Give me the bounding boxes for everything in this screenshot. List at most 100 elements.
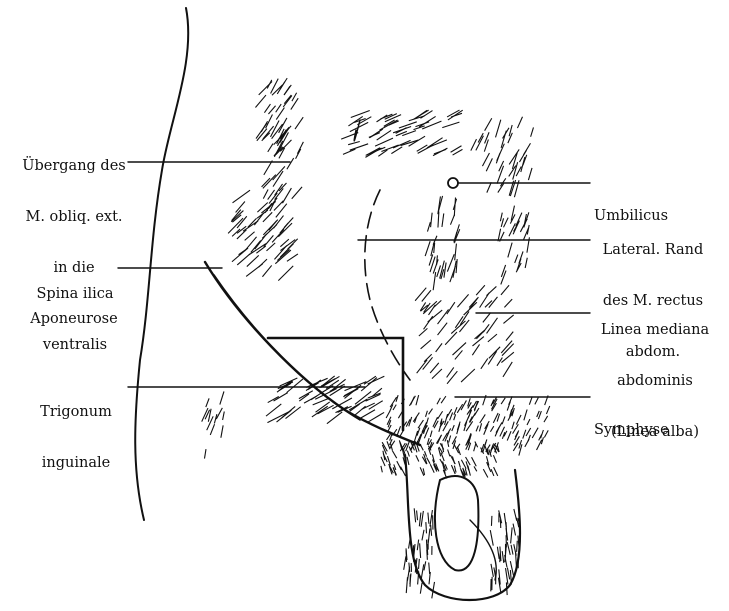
hatch-stroke bbox=[436, 343, 442, 352]
hatch-stroke bbox=[493, 455, 496, 463]
hatch-stroke bbox=[450, 412, 453, 420]
hatch-stroke bbox=[417, 540, 418, 551]
hatch-stroke bbox=[474, 444, 476, 452]
hatch-stroke bbox=[210, 424, 214, 435]
hatch-stroke bbox=[501, 265, 505, 277]
hatch-stroke bbox=[447, 371, 457, 384]
hatch-stroke bbox=[417, 145, 428, 151]
hatch-stroke bbox=[267, 80, 272, 89]
hatch-stroke bbox=[262, 265, 271, 276]
hatch-stroke bbox=[447, 254, 454, 271]
hatch-stroke bbox=[299, 391, 313, 399]
hatch-stroke bbox=[433, 148, 447, 155]
hatch-stroke bbox=[407, 457, 409, 465]
hatch-stroke bbox=[480, 414, 486, 423]
hatch-stroke bbox=[296, 149, 301, 159]
hatch-stroke bbox=[406, 441, 410, 451]
hatch-stroke bbox=[291, 98, 298, 109]
hatch-stroke bbox=[263, 212, 272, 222]
hatch-stroke bbox=[409, 396, 415, 406]
label-line: M. obliq. ext. bbox=[8, 209, 140, 226]
hatch-stroke bbox=[516, 213, 522, 227]
hatch-stroke bbox=[546, 406, 549, 414]
hatch-stroke bbox=[245, 232, 255, 241]
inguinal-line bbox=[205, 262, 420, 445]
hatch-stroke bbox=[490, 445, 493, 454]
hatch-stroke bbox=[438, 411, 443, 419]
hatch-stroke bbox=[466, 421, 473, 431]
hatch-stroke bbox=[350, 404, 360, 411]
hatch-stroke bbox=[520, 219, 527, 232]
hatch-stroke bbox=[455, 244, 457, 261]
hatch-stroke bbox=[418, 420, 423, 428]
hatch-stroke bbox=[544, 430, 548, 437]
hatch-stroke bbox=[501, 218, 503, 227]
hatch-stroke bbox=[233, 190, 251, 203]
hatch-stroke bbox=[277, 82, 284, 94]
hatch-stroke bbox=[278, 223, 292, 237]
hatch-stroke bbox=[441, 396, 446, 403]
hatch-stroke bbox=[428, 529, 430, 543]
hatch-stroke bbox=[452, 343, 466, 355]
hatch-stroke bbox=[535, 398, 538, 405]
hatch-stroke bbox=[429, 409, 433, 415]
hatch-stroke bbox=[406, 577, 407, 593]
hatch-stroke bbox=[461, 369, 475, 382]
hatch-stroke bbox=[485, 301, 492, 308]
hatch-stroke bbox=[524, 409, 527, 420]
hatch-stroke bbox=[263, 175, 276, 189]
hatch-stroke bbox=[507, 401, 510, 410]
hatch-stroke bbox=[267, 243, 276, 251]
hatch-stroke bbox=[434, 300, 442, 307]
hatch-stroke bbox=[466, 457, 471, 465]
hatch-stroke bbox=[468, 466, 471, 476]
hatch-stroke bbox=[541, 430, 544, 438]
hatch-stroke bbox=[496, 120, 501, 138]
hatch-stroke bbox=[430, 363, 439, 373]
hatch-stroke bbox=[497, 547, 499, 559]
hatch-stroke bbox=[528, 168, 532, 180]
hatch-stroke bbox=[401, 467, 406, 476]
hatch-stroke bbox=[430, 510, 433, 526]
hatch-stroke bbox=[502, 416, 505, 424]
hatch-stroke bbox=[430, 431, 432, 437]
hatch-stroke bbox=[426, 418, 428, 425]
hatch-stroke bbox=[429, 562, 430, 574]
hatch-stroke bbox=[264, 104, 270, 113]
label-line: Linea mediana bbox=[590, 322, 720, 339]
hatch-stroke bbox=[476, 136, 484, 151]
hatch-stroke bbox=[268, 106, 275, 114]
hatch-stroke bbox=[472, 457, 477, 466]
hatch-stroke bbox=[407, 451, 409, 457]
hatch-stroke bbox=[420, 444, 423, 450]
label-spina: Spina ilica ventralis bbox=[20, 252, 130, 388]
hatch-stroke bbox=[397, 461, 402, 470]
hatch-stroke bbox=[417, 510, 418, 520]
hatch-stroke bbox=[438, 323, 448, 335]
label-line: Spina ilica bbox=[20, 286, 130, 303]
hatch-stroke bbox=[359, 410, 375, 419]
hatch-stroke bbox=[266, 404, 281, 416]
hatch-stroke bbox=[220, 391, 224, 404]
hatch-stroke bbox=[283, 96, 292, 107]
hatch-stroke bbox=[297, 142, 303, 154]
hatch-stroke bbox=[529, 396, 532, 404]
hatch-stroke bbox=[438, 309, 449, 324]
hatch-stroke bbox=[276, 104, 282, 112]
hatch-stroke bbox=[431, 213, 433, 227]
hatch-stroke bbox=[503, 315, 513, 323]
hatch-stroke bbox=[476, 426, 478, 432]
hatch-stroke bbox=[491, 469, 494, 476]
hatch-stroke bbox=[402, 131, 416, 136]
hatch-stroke bbox=[399, 122, 417, 128]
hatch-stroke bbox=[247, 255, 259, 266]
hatch-stroke bbox=[507, 431, 511, 440]
hatch-stroke bbox=[448, 450, 450, 457]
hatch-stroke bbox=[295, 117, 303, 129]
hatch-stroke bbox=[503, 362, 512, 377]
hatch-stroke bbox=[409, 136, 425, 146]
hatch-stroke bbox=[415, 122, 429, 127]
hatch-stroke bbox=[508, 243, 512, 258]
hatch-stroke bbox=[206, 398, 209, 407]
hatch-stroke bbox=[372, 129, 382, 136]
